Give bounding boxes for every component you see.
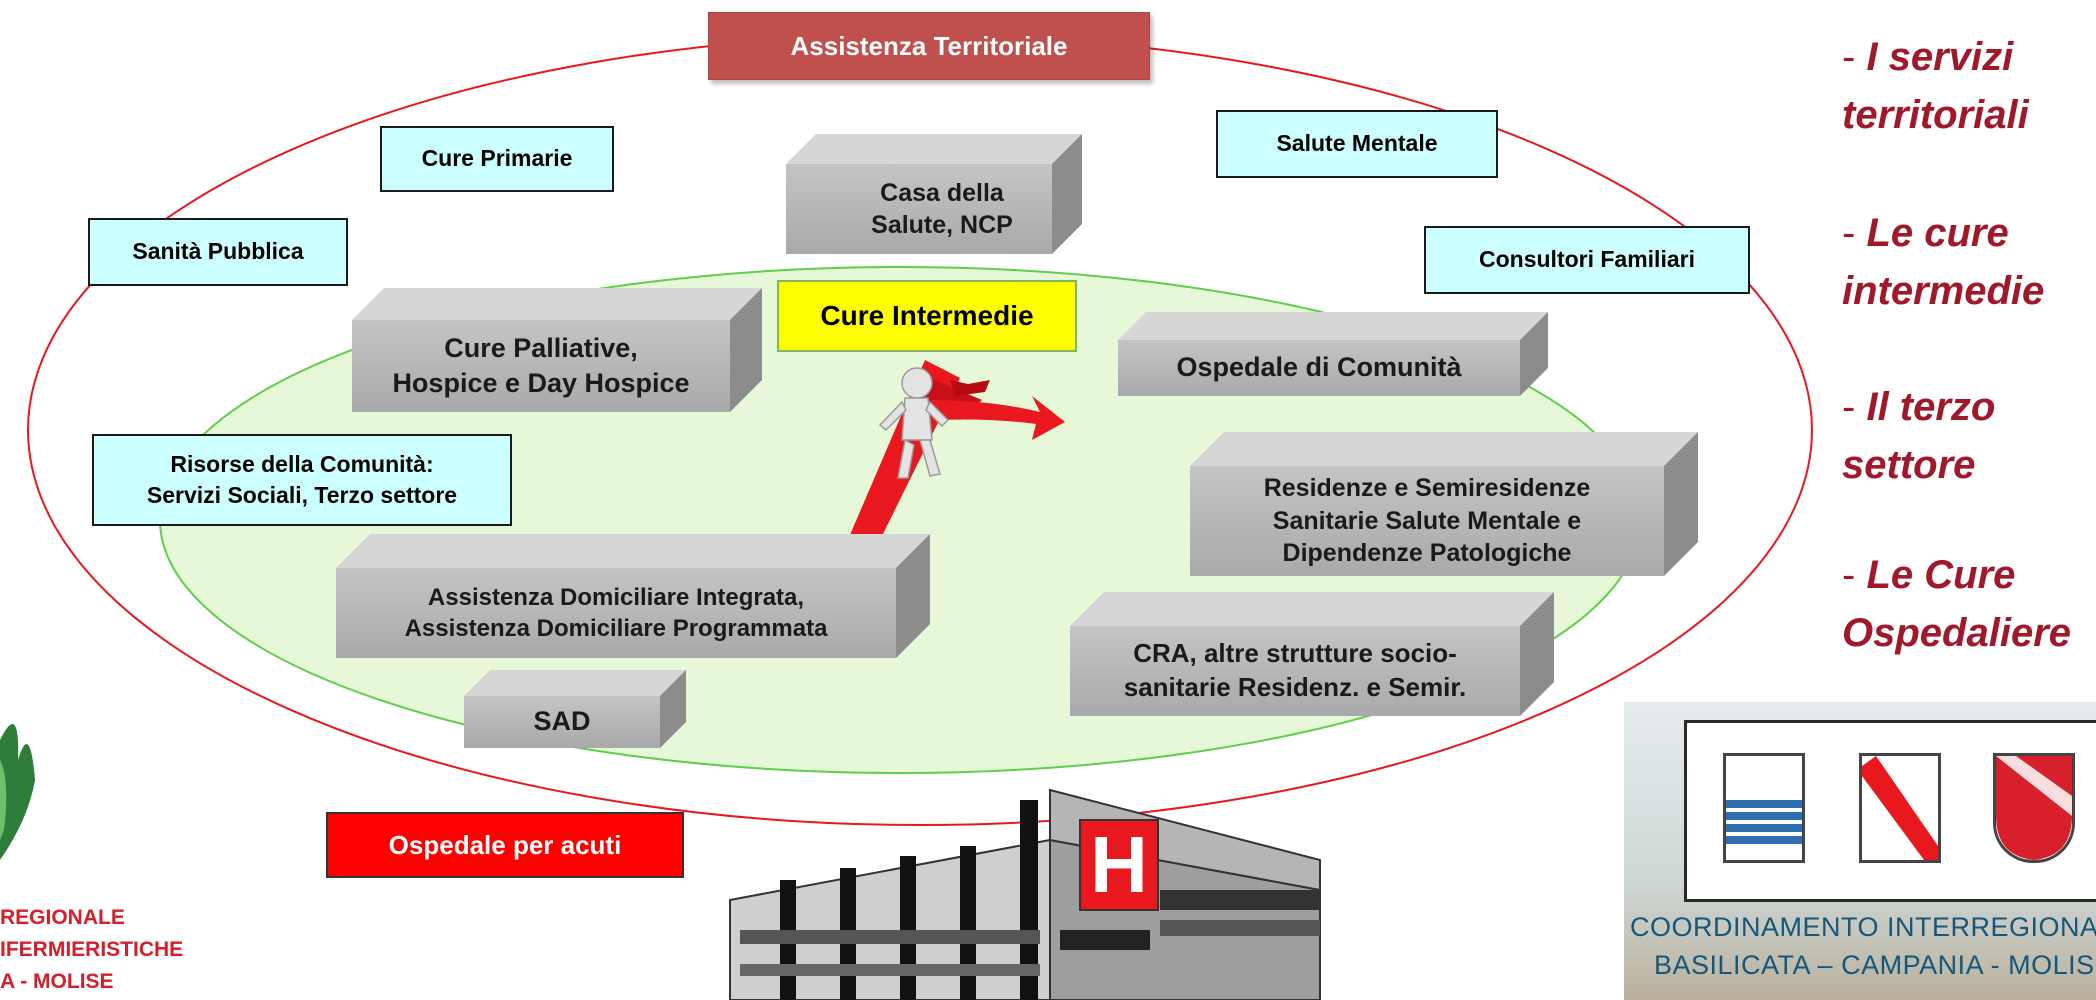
block-residenze: Residenze e Semiresidenze Sanitarie Salu… [1190, 432, 1698, 576]
side-item-1-line-2: territoriali [1842, 93, 2029, 137]
coordinamento-logo: COORDINAMENTO INTERREGIONA BASILICATA – … [1624, 702, 2096, 1000]
side-item-cure-ospedaliere: - Le Cure Ospedaliere [1842, 546, 2071, 662]
box-cure-intermedie: Cure Intermedie [777, 280, 1077, 352]
side-item-4-line-2: Ospedaliere [1842, 611, 2072, 655]
side-item-2-dash: - [1842, 211, 1856, 255]
side-item-3-line-1: Il terzo [1866, 385, 1996, 429]
residenze-line-3: Dipendenze Patologiche [1282, 539, 1572, 568]
box-risorse-comunita: Risorse della Comunità: Servizi Sociali,… [92, 434, 512, 526]
left-logo-shape [0, 724, 35, 860]
coat-of-arms-banner [1684, 720, 2096, 902]
casa-line-1: Casa della [880, 178, 1004, 207]
side-item-3-line-2: settore [1842, 443, 1976, 487]
residenze-line-2: Sanitarie Salute Mentale e [1272, 506, 1582, 535]
side-item-2-line-1: Le cure [1866, 211, 2009, 255]
person-figure [878, 367, 950, 479]
side-item-cure-intermedie: - Le cure intermedie [1842, 204, 2044, 320]
hospital-illustration: H [729, 788, 1321, 1000]
coordinamento-line-1: COORDINAMENTO INTERREGIONA [1630, 912, 2096, 942]
campania-shield-icon [1859, 753, 1941, 863]
side-item-4-dash: - [1842, 553, 1856, 597]
side-item-terzo-settore: - Il terzo settore [1842, 378, 1995, 494]
side-item-1-line-1: I servizi [1866, 35, 2014, 79]
risorse-line-1: Risorse della Comunità: [170, 450, 434, 477]
box-cure-primarie: Cure Primarie [380, 126, 614, 192]
casa-line-2: Salute, NCP [871, 211, 1013, 239]
coordinamento-line-2: BASILICATA – CAMPANIA - MOLIS [1654, 950, 2095, 980]
cra-line-1: CRA, altre strutture socio- [1133, 638, 1457, 669]
block-casa-della-salute: Casa della Salute, NCP [786, 134, 1082, 254]
basilicata-shield-icon [1723, 753, 1805, 863]
side-item-2-line-2: intermedie [1842, 269, 2045, 313]
side-item-4-line-1: Le Cure [1866, 553, 2016, 597]
molise-shield-icon [1993, 753, 2075, 863]
hospital-sign-text: H [1090, 820, 1148, 909]
block-cra: CRA, altre strutture socio- sanitarie Re… [1070, 592, 1554, 716]
left-logo-line-1: REGIONALE [0, 906, 125, 929]
box-sanita-pubblica: Sanità Pubblica [88, 218, 348, 286]
adi-line-1: Assistenza Domiciliare Integrata, [427, 583, 805, 611]
left-logo-text: REGIONALE IFERMIERISTICHE A - MOLISE [0, 902, 183, 998]
side-item-1-dash: - [1842, 35, 1856, 79]
block-assistenza-domiciliare: Assistenza Domiciliare Integrata, Assist… [336, 534, 930, 658]
left-logo-line-2: IFERMIERISTICHE [0, 938, 184, 961]
block-cure-palliative: Cure Palliative, Hospice e Day Hospice [352, 288, 762, 412]
box-consultori-familiari: Consultori Familiari [1424, 226, 1750, 294]
cra-line-2: sanitarie Residenz. e Semir. [1123, 672, 1467, 702]
left-logo-line-3: A - MOLISE [0, 970, 114, 993]
adi-line-2: Assistenza Domiciliare Programmata [404, 615, 828, 642]
side-item-3-dash: - [1842, 385, 1856, 429]
side-item-servizi-territoriali: - I servizi territoriali [1842, 28, 2029, 144]
risorse-line-2: Servizi Sociali, Terzo settore [146, 482, 458, 508]
block-sad: SAD [464, 670, 686, 748]
palliative-line-1: Cure Palliative, [444, 332, 638, 363]
box-ospedale-per-acuti: Ospedale per acuti [326, 812, 684, 878]
block-ospedale-di-comunita: Ospedale di Comunità [1118, 312, 1548, 396]
palliative-line-2: Hospice e Day Hospice [392, 368, 690, 398]
residenze-line-1: Residenze e Semiresidenze [1263, 474, 1591, 503]
box-salute-mentale: Salute Mentale [1216, 110, 1498, 178]
title-assistenza-territoriale: Assistenza Territoriale [708, 12, 1150, 80]
